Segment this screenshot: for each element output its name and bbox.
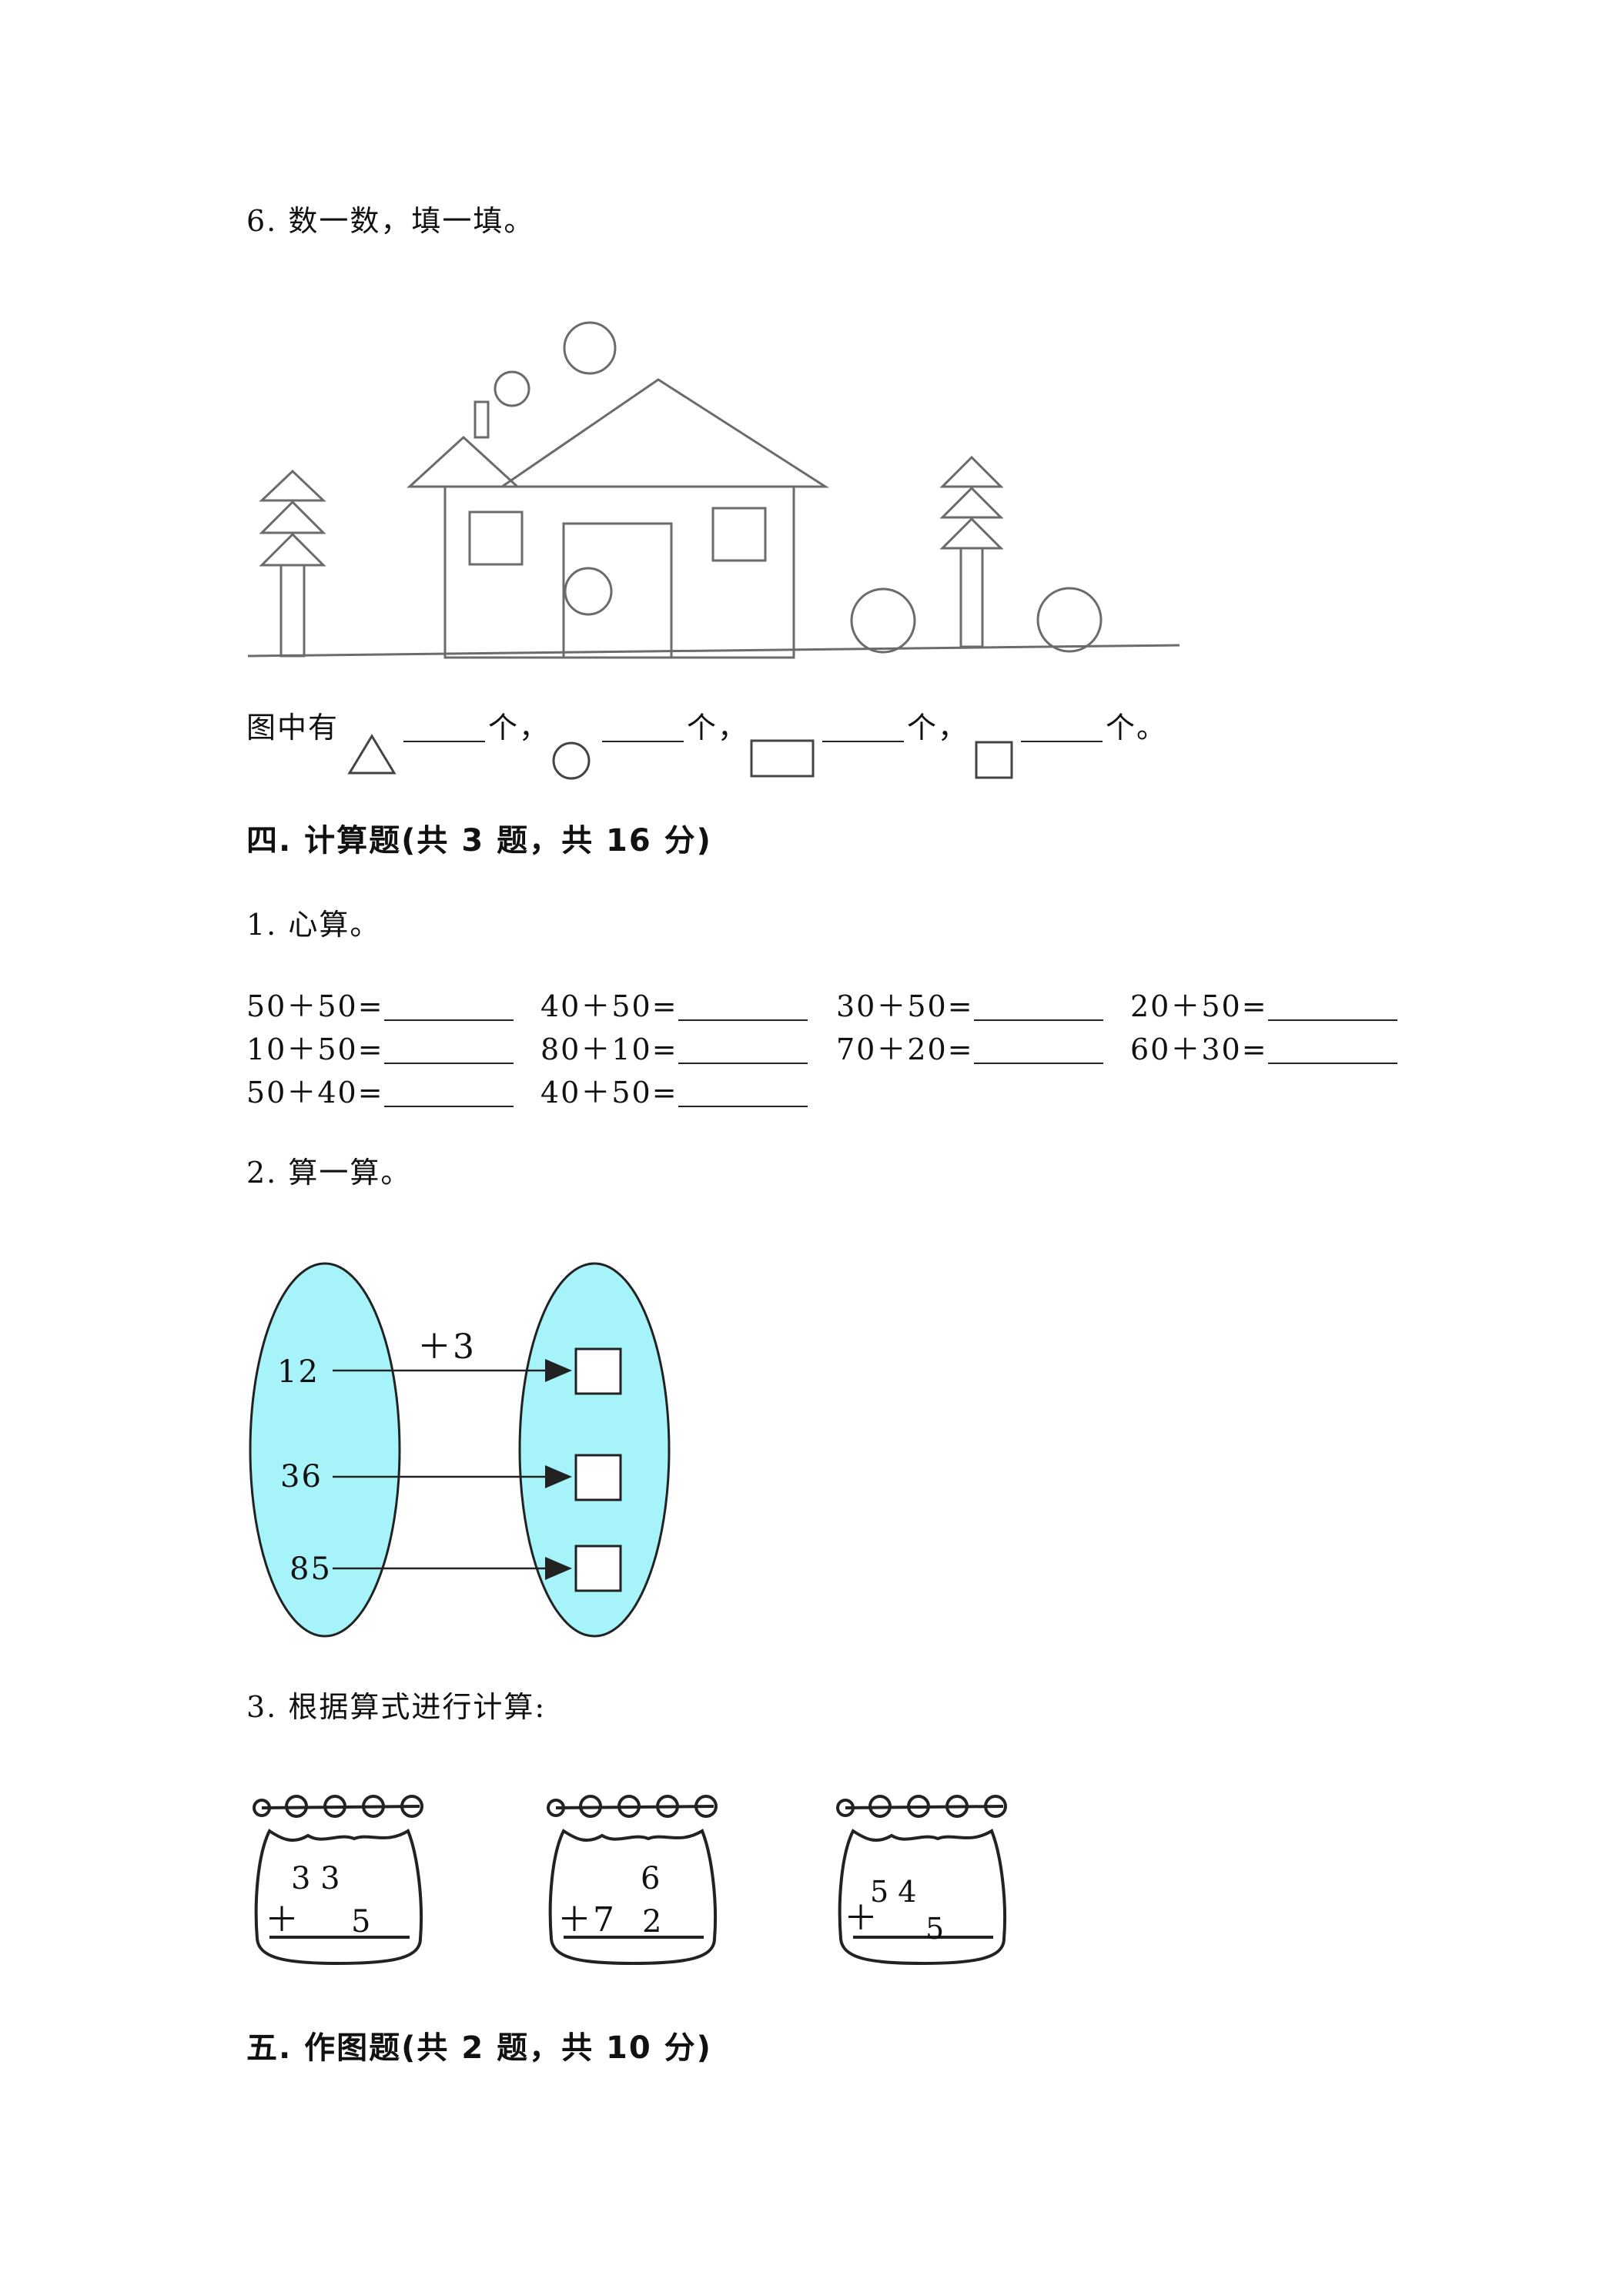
mental-math-item: 80＋10=: [540, 1035, 808, 1064]
answer-box: [574, 1347, 622, 1395]
input-number: 36: [280, 1459, 323, 1494]
mental-math-item: 70＋20=: [836, 1035, 1103, 1064]
answer-box: [574, 1454, 622, 1501]
addend-bottom: 5: [925, 1912, 946, 1946]
mental-math-item: 50＋50=: [246, 992, 514, 1021]
input-number: 85: [289, 1551, 332, 1587]
door-circle: [564, 567, 613, 616]
q3-title: 3. 根据算式进行计算:: [246, 1690, 547, 1724]
mental-math-item: 10＋50=: [246, 1035, 514, 1064]
operator: ＋: [844, 1899, 879, 1938]
door-rect: [562, 522, 673, 659]
rectangle-icon: [750, 739, 815, 778]
smoke-circle: [563, 321, 617, 375]
circle-icon: [552, 741, 591, 780]
addend-top: 5 4: [870, 1875, 917, 1909]
output-ellipse: [518, 1262, 671, 1638]
operator: ＋: [265, 1900, 300, 1940]
question-6-title: 6. 数一数，填一填。: [246, 204, 535, 238]
unit-text: 个。: [1106, 711, 1168, 745]
smoke-circle: [494, 370, 530, 407]
addend-bottom: 2: [642, 1904, 664, 1940]
q1-title: 1. 心算。: [246, 908, 381, 942]
section-4-heading: 四. 计算题(共 3 题，共 16 分): [246, 823, 712, 858]
unit-text: 个，: [687, 711, 749, 745]
chimney-rect: [474, 400, 490, 439]
ground-circle: [850, 587, 916, 654]
operator: ＋7: [557, 1900, 616, 1940]
fill-prefix: 图中有: [246, 711, 340, 745]
q2-title: 2. 算一算。: [246, 1156, 412, 1190]
triangle-icon: [347, 734, 397, 775]
addend-top: 6: [641, 1861, 662, 1896]
pouch-problem-2: [547, 1795, 718, 1966]
tree-trunk-rect: [279, 564, 306, 658]
ground-line: [247, 644, 1180, 658]
unit-text: 个，: [907, 711, 969, 745]
operation-label: ＋3: [417, 1327, 476, 1367]
mental-math-item: 50＋40=: [246, 1078, 514, 1107]
input-number: 12: [277, 1354, 320, 1390]
mental-math-item: 30＋50=: [836, 992, 1103, 1021]
tree-trunk-rect: [959, 547, 984, 648]
mental-math-item: 20＋50=: [1130, 992, 1397, 1021]
addend-bottom: 5: [351, 1904, 373, 1940]
answer-blank-triangle[interactable]: [403, 715, 485, 742]
square-icon: [975, 741, 1013, 779]
answer-blank-square[interactable]: [1021, 715, 1103, 742]
answer-blank-circle[interactable]: [602, 715, 684, 742]
ground-circle: [1036, 587, 1103, 653]
mental-math-item: 60＋30=: [1130, 1035, 1397, 1064]
unit-text: 个，: [488, 711, 550, 745]
window-square: [468, 510, 524, 566]
input-ellipse: [249, 1262, 401, 1638]
pouch-problem-3: [836, 1795, 1007, 1966]
mental-math-item: 40＋50=: [540, 1078, 808, 1107]
section-5-heading: 五. 作图题(共 2 题，共 10 分): [246, 2030, 712, 2066]
addend-top: 3 3: [291, 1861, 340, 1896]
mental-math-item: 40＋50=: [540, 992, 808, 1021]
pouch-problem-1: [253, 1795, 423, 1966]
window-square: [711, 507, 767, 562]
answer-box: [574, 1545, 622, 1592]
answer-blank-rectangle[interactable]: [822, 715, 904, 742]
